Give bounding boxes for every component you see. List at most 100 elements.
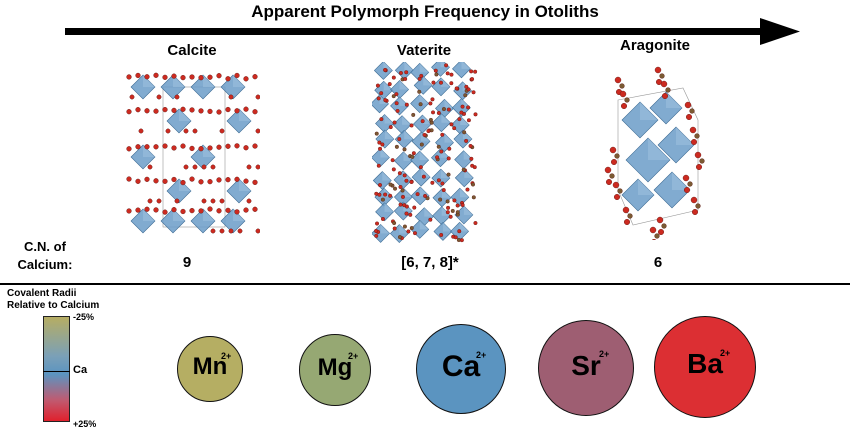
oxygen-atom [234,176,240,182]
oxygen-atom [156,94,162,100]
oxygen-atom [126,146,132,152]
atom [378,146,383,151]
oxygen-atom [189,74,195,80]
atom [411,112,416,117]
oxygen-atom [621,103,628,110]
atom [420,119,425,124]
oxygen-atom [135,144,141,150]
polyhedron-face [638,179,654,195]
carbon-atom [694,133,700,139]
vaterite-structure [372,62,478,243]
polyhedron-face [143,209,155,221]
carbon-atom [614,153,620,159]
oxygen-atom [180,143,186,149]
oxygen-atom [171,176,177,183]
atom [426,129,431,134]
atom [448,214,453,219]
atom [379,91,384,96]
atom [429,120,434,125]
atom [421,174,426,179]
atom [375,83,380,88]
oxygen-atom [147,198,153,204]
polyhedron-face [403,170,413,180]
atom [402,224,407,229]
oxygen-atom [225,207,231,213]
atom [441,188,446,193]
atom [455,210,460,215]
oxygen-atom [216,144,222,150]
polyhedron-face [441,113,451,123]
atom [428,101,433,106]
polyhedron-face [648,138,670,160]
atom [409,179,414,184]
atom [379,117,384,122]
oxygen-atom [243,76,249,82]
polymorph-label-aragonite: Aragonite [619,37,690,54]
atom [419,73,424,78]
polyhedron-face [463,205,473,215]
oxygen-atom [243,207,249,213]
atom [473,112,478,117]
oxygen-atom [144,74,150,80]
atom [466,118,471,123]
polyhedron-face [440,148,450,158]
legend-title: Covalent Radii Relative to Calcium [7,288,99,312]
oxygen-atom [198,179,204,185]
ion-ca-symbol: Ca [441,350,481,383]
oxygen-atom [216,177,222,183]
atom [459,110,464,115]
oxygen-atom [189,176,195,182]
atom [425,196,430,201]
atom [374,233,379,238]
cn-label: C.N. of Calcium: [0,238,90,274]
oxygen-atom [138,128,144,134]
atom [473,69,478,74]
polyhedron-face [233,75,245,87]
atom [450,208,455,213]
atom [466,105,471,110]
oxygen-atom [255,164,260,170]
oxygen-atom [153,207,159,213]
atom [461,167,466,172]
atom [440,132,445,137]
oxygen-atom [153,108,159,114]
atom [440,181,445,186]
atom [439,80,444,85]
polyhedron-face [460,116,470,126]
polyhedron-face [459,222,469,232]
atom [394,92,399,97]
legend-top-label: -25% [73,312,95,322]
atom [469,69,474,74]
atom [398,184,403,189]
oxygen-atom [207,206,213,212]
atom [400,194,405,199]
atom [454,86,459,91]
atom [449,81,454,86]
carbon-atom [695,203,701,209]
atom [375,221,380,226]
atom [376,96,381,101]
polyhedron-face [403,188,413,198]
oxygen-atom [180,75,186,81]
oxygen-atom [243,106,249,112]
oxygen-atom [604,166,612,174]
legend-color-bar [43,316,70,422]
oxygen-atom [219,228,225,234]
atom [470,77,475,82]
atom [469,156,474,161]
atom [397,235,402,240]
oxygen-atom [619,90,627,98]
polyhedron-face [402,115,412,125]
atom [410,154,415,159]
oxygen-atom [171,207,177,213]
oxygen-atom [171,107,177,114]
ion-ca-charge: 2+ [476,350,487,360]
legend-bottom-label: +25% [73,419,97,429]
polyhedron-face [380,224,390,234]
cn-label-line2: Calcium: [17,257,73,272]
polyhedron-face [203,75,215,87]
polyhedron-face [384,202,394,212]
atom [465,187,470,192]
oxygen-atom [201,198,207,204]
oxygen-atom [252,206,258,212]
